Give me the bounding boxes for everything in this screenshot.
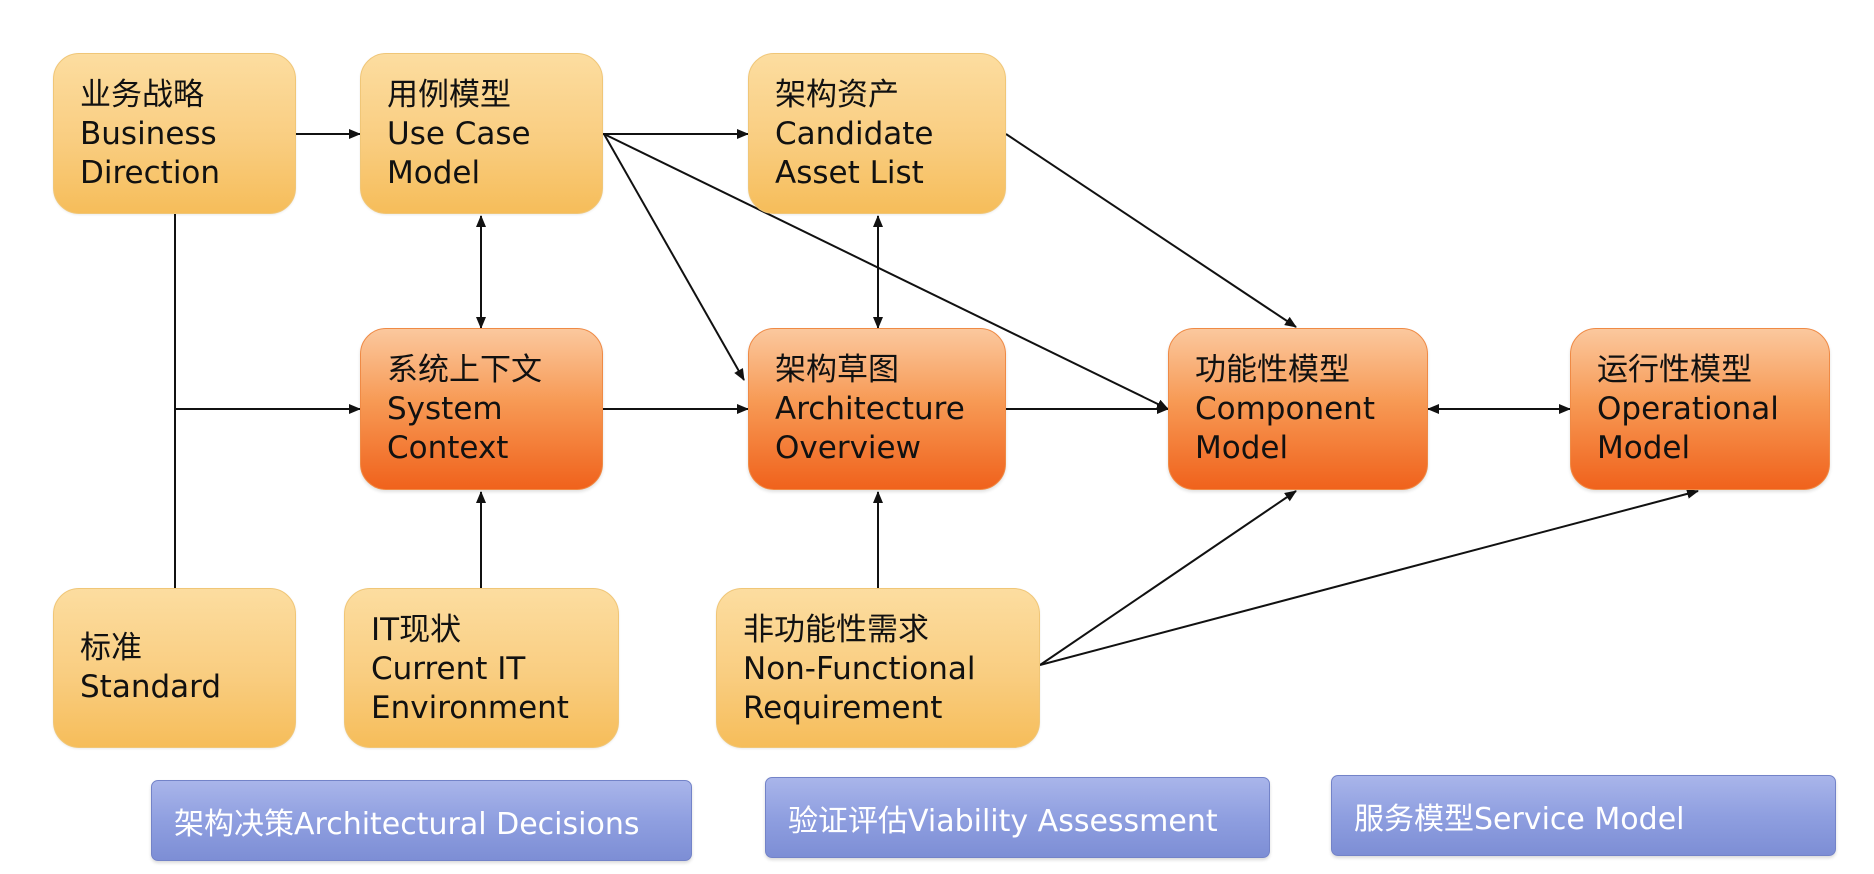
- node-label-en: Model: [387, 155, 481, 191]
- node-label-en: Use Case: [387, 116, 531, 152]
- bar-viability-assessment: 验证评估Viability Assessment: [765, 777, 1270, 858]
- node-label-zh: IT现状: [371, 612, 462, 648]
- edge-usecase-to-overview: [603, 133, 745, 381]
- bar-architectural-decisions: 架构决策Architectural Decisions: [151, 780, 692, 861]
- node-label-en: Asset List: [775, 155, 924, 191]
- node-label-zh: 用例模型: [387, 77, 511, 113]
- node-label-zh: 功能性模型: [1195, 352, 1350, 388]
- node-business-direction: 业务战略 Business Direction: [53, 53, 296, 214]
- node-label-en: Current IT: [371, 651, 526, 687]
- node-architecture-overview: 架构草图 Architecture Overview: [748, 328, 1006, 490]
- node-label-en: System: [387, 391, 503, 427]
- node-standard: 标准 Standard: [53, 588, 296, 748]
- node-label-en: Business: [80, 116, 217, 152]
- node-use-case-model: 用例模型 Use Case Model: [360, 53, 603, 214]
- node-label-en: Operational: [1597, 391, 1779, 427]
- node-component-model: 功能性模型 Component Model: [1168, 328, 1428, 490]
- node-label-en: Direction: [80, 155, 221, 191]
- node-label-zh: 非功能性需求: [743, 612, 929, 648]
- node-non-functional-requirement: 非功能性需求 Non-Functional Requirement: [716, 588, 1040, 748]
- node-current-it-environment: IT现状 Current IT Environment: [344, 588, 619, 748]
- node-label-en: Model: [1195, 430, 1289, 466]
- node-label-zh: 系统上下文: [387, 352, 542, 388]
- node-candidate-asset-list: 架构资产 Candidate Asset List: [748, 53, 1006, 214]
- edge-nfr-to-operational: [1039, 488, 1699, 666]
- node-label-en: Standard: [80, 669, 222, 705]
- node-label-zh: 架构草图: [775, 352, 899, 388]
- edge-asset-to-component: [1005, 133, 1297, 328]
- node-label-en: Architecture: [775, 391, 965, 427]
- node-label-en: Non-Functional: [743, 651, 976, 687]
- node-label-zh: 运行性模型: [1597, 352, 1752, 388]
- node-operational-model: 运行性模型 Operational Model: [1570, 328, 1830, 490]
- node-label-zh: 业务战略: [80, 77, 204, 113]
- bar-service-model: 服务模型Service Model: [1331, 775, 1836, 856]
- node-label-zh: 标准: [80, 630, 142, 666]
- node-label-en: Requirement: [743, 690, 943, 726]
- node-label-en: Context: [387, 430, 509, 466]
- node-label-zh: 架构资产: [775, 77, 899, 113]
- edge-nfr-to-component: [1039, 490, 1297, 666]
- node-label-en: Model: [1597, 430, 1691, 466]
- node-system-context: 系统上下文 System Context: [360, 328, 603, 490]
- node-label-en: Environment: [371, 690, 569, 726]
- node-label-en: Overview: [775, 430, 921, 466]
- node-label-en: Candidate: [775, 116, 934, 152]
- node-label-en: Component: [1195, 391, 1375, 427]
- edge-usecase-to-component: [603, 133, 1169, 410]
